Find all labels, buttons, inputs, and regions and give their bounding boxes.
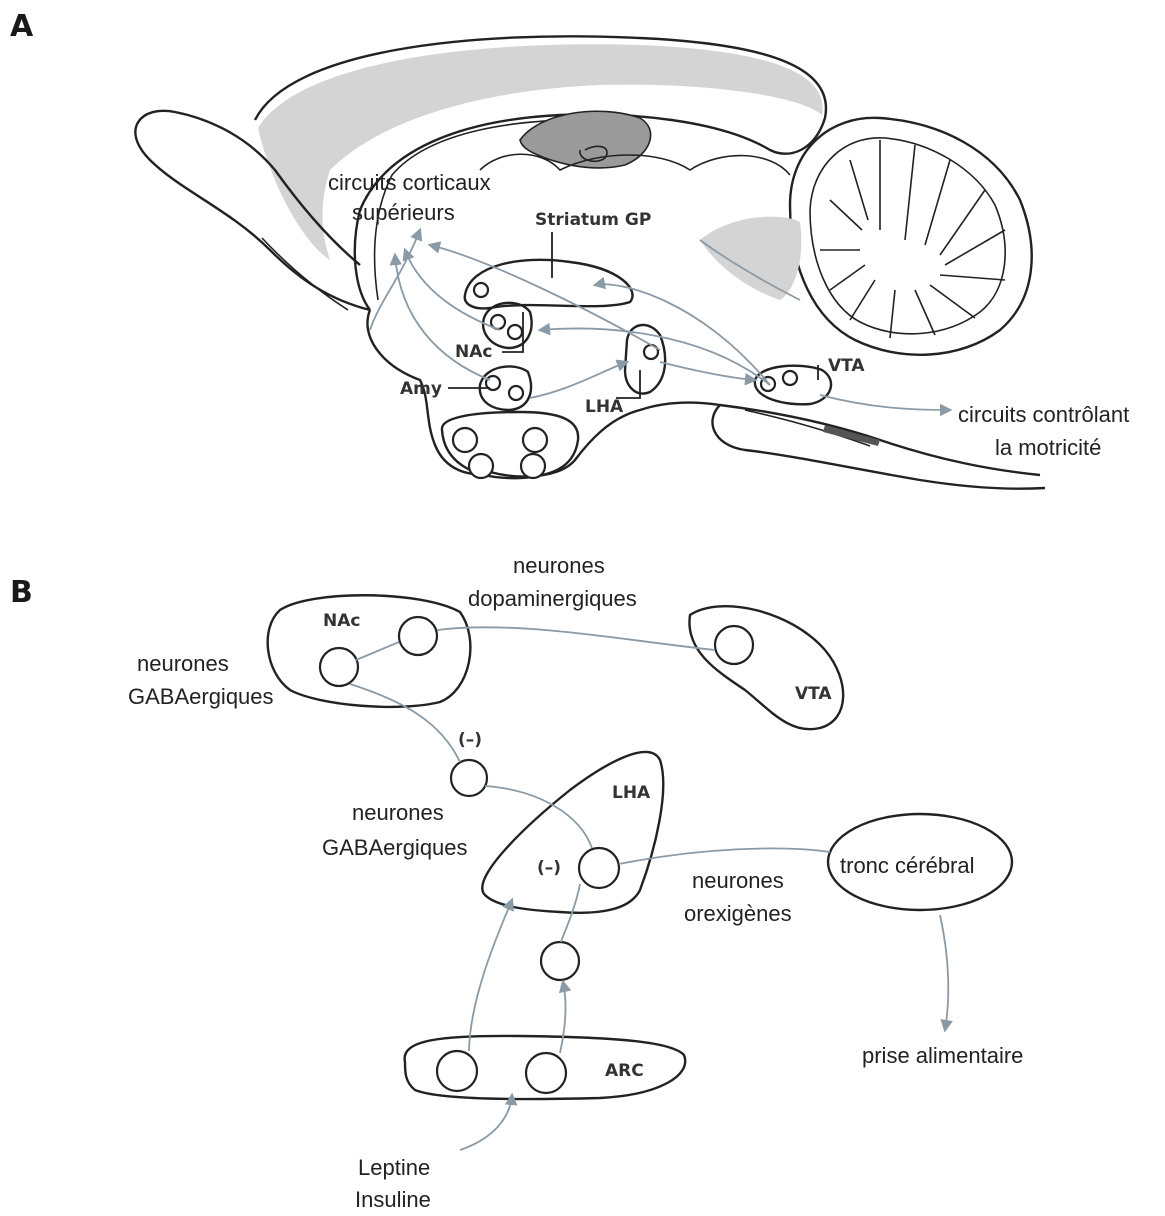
vta-region-b — [689, 606, 843, 729]
nac-dopa-neuron — [399, 617, 437, 655]
label-vta-b: VTA — [795, 684, 832, 704]
vta-dopa-neuron — [715, 626, 753, 664]
label-vta-a: VTA — [828, 356, 865, 376]
label-neurones-dopa-1: neurones — [513, 553, 605, 578]
label-insuline: Insuline — [355, 1187, 431, 1212]
label-striatum-gp: Striatum GP — [535, 210, 651, 230]
label-superieurs: supérieurs — [352, 200, 455, 225]
label-tronc-cerebral: tronc cérébral — [840, 853, 975, 878]
lha-orex-neuron — [579, 848, 619, 888]
cerebellum — [790, 118, 1032, 355]
label-dopaminergiques: dopaminergiques — [468, 586, 637, 611]
arc-neuron-2 — [526, 1053, 566, 1093]
label-neurones-orex-1: neurones — [692, 868, 784, 893]
label-amy: Amy — [400, 379, 442, 399]
label-orexigenes: orexigènes — [684, 901, 792, 926]
arc-neuron-a1 — [453, 428, 477, 452]
nac-gaba-neuron — [320, 648, 358, 686]
label-gabaergiques-1: GABAergiques — [128, 684, 274, 709]
label-inhib-2: (–) — [537, 858, 561, 878]
label-gabaergiques-2: GABAergiques — [322, 835, 468, 860]
label-lha-b: LHA — [612, 783, 651, 803]
olfactory-tract — [262, 238, 348, 310]
amy-neuron-2 — [509, 386, 523, 400]
label-arc: ARC — [605, 1061, 644, 1081]
gaba-neuron-mid — [451, 760, 487, 796]
label-inhib-1: (–) — [458, 730, 482, 750]
arc-neuron-a2 — [523, 428, 547, 452]
midbrain-shading — [700, 217, 801, 300]
arc-neuron-a3 — [469, 454, 493, 478]
label-nac-a: NAc — [455, 342, 492, 362]
panel-b-letter: B — [10, 575, 33, 610]
striatum-neuron — [474, 283, 488, 297]
label-circuits-controlant: circuits contrôlant — [958, 402, 1129, 427]
pons — [745, 410, 870, 446]
label-circuits-corticaux: circuits corticaux — [328, 170, 491, 195]
pyramid-tract — [823, 425, 880, 446]
lha-region-b — [482, 752, 663, 913]
intermediate-neuron — [541, 942, 579, 980]
arc-neuron-a4 — [521, 454, 545, 478]
label-neurones-gaba2-1: neurones — [352, 800, 444, 825]
label-prise-alimentaire: prise alimentaire — [862, 1043, 1023, 1068]
label-leptine: Leptine — [358, 1155, 430, 1180]
nac-neuron-2 — [508, 325, 522, 339]
lha-region — [625, 325, 665, 394]
label-neurones-gaba1-1: neurones — [137, 651, 229, 676]
panel-b: B n — [10, 553, 1023, 1212]
panel-a: A — [10, 9, 1129, 489]
label-la-motricite: la motricité — [995, 435, 1101, 460]
vta-neuron-2 — [783, 371, 797, 385]
arc-neuron-1 — [437, 1051, 477, 1091]
label-lha-a: LHA — [585, 397, 624, 417]
panel-a-letter: A — [10, 9, 34, 44]
label-nac-b: NAc — [323, 611, 360, 631]
